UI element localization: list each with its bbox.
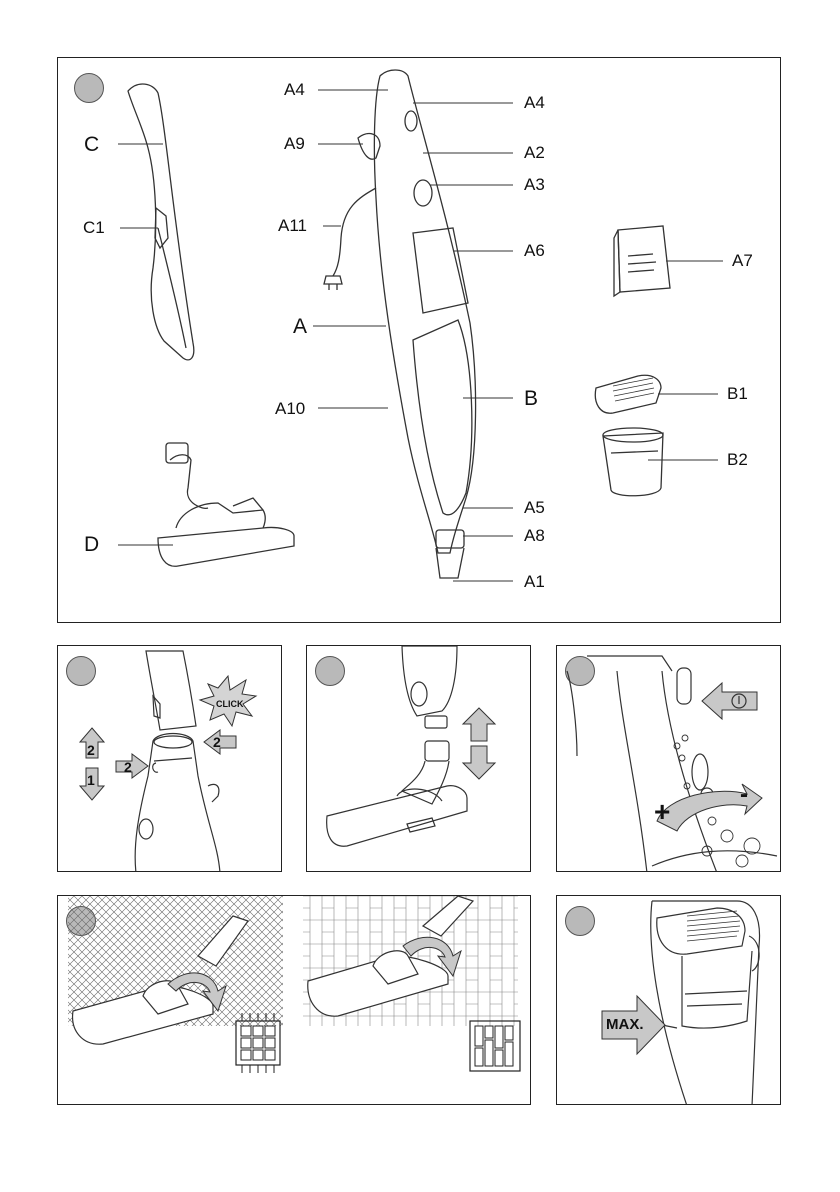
step-panel-handle-attach: CLICK 2 1 2 2	[57, 645, 282, 872]
arrow-down-double	[463, 746, 495, 779]
label-a3: A3	[524, 176, 545, 193]
label-a11: A11	[278, 217, 307, 234]
label-c: C	[84, 134, 99, 155]
step-panel-max-level: MAX.	[556, 895, 781, 1105]
step-panel-floor-types	[57, 895, 531, 1105]
power-control-illustration	[557, 646, 781, 872]
max-level-illustration	[557, 896, 781, 1105]
plus-sign: +	[654, 796, 670, 828]
label-a4-right: A4	[524, 94, 545, 111]
overview-illustration	[58, 58, 781, 623]
label-a9: A9	[284, 135, 305, 152]
floor-brush-d	[158, 527, 294, 566]
label-b: B	[524, 388, 538, 409]
label-a7: A7	[732, 252, 753, 269]
arrow-up-double	[463, 708, 495, 741]
arrow-up-label: 2	[87, 742, 95, 758]
booklet-a7	[618, 226, 670, 292]
click-text: CLICK	[216, 699, 244, 709]
step-panel-brush-attach	[306, 645, 531, 872]
arrow-down-label: 1	[87, 772, 95, 788]
max-label: MAX.	[606, 1016, 644, 1033]
label-a8: A8	[524, 527, 545, 544]
floor-types-illustration	[58, 896, 531, 1105]
power-cord-a11	[333, 188, 376, 276]
label-a6: A6	[524, 242, 545, 259]
label-d: D	[84, 534, 99, 555]
hard-floor-icon	[470, 1021, 520, 1071]
label-b2: B2	[727, 451, 748, 468]
main-body-a	[374, 70, 475, 553]
step-panel-power-control: + -	[556, 645, 781, 872]
label-a10: A10	[275, 400, 305, 417]
label-a2: A2	[524, 144, 545, 161]
arrow-right	[116, 754, 148, 778]
handle-attach-illustration	[58, 646, 282, 872]
label-a1: A1	[524, 573, 545, 590]
label-a5: A5	[524, 499, 545, 516]
arrow-left-label: 2	[213, 734, 221, 750]
handle-c	[128, 84, 194, 360]
minus-sign: -	[740, 781, 748, 809]
label-a: A	[293, 316, 307, 337]
label-a4-left: A4	[284, 81, 305, 98]
label-b1: B1	[727, 385, 748, 402]
arrow-right-label: 2	[124, 759, 132, 775]
filter-b1	[595, 375, 661, 413]
label-c1: C1	[83, 219, 105, 236]
power-arrow	[702, 683, 757, 719]
overview-panel: C C1 D A4 A4 A9 A2 A3 A11 A6 A7 A A10 B …	[57, 57, 781, 623]
brush-attach-illustration	[307, 646, 531, 872]
